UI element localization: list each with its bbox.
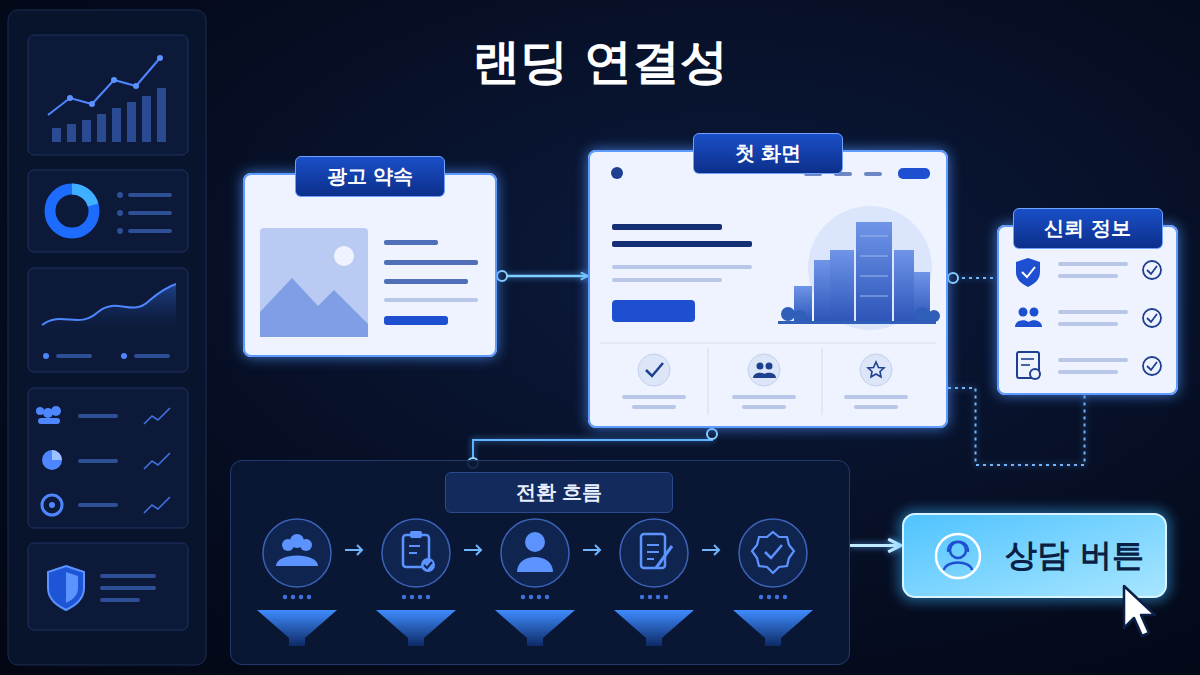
node-label: 신뢰 정보 (1013, 208, 1163, 249)
connector (497, 275, 588, 278)
browser-mockup (588, 150, 948, 428)
title: 랜딩 연결성 (0, 30, 1200, 94)
trust-card: 신뢰 정보 (997, 225, 1178, 395)
connector-group (948, 273, 997, 283)
connector-group (850, 545, 901, 546)
flow-panel: 전환 흐름 (230, 460, 850, 665)
node-label: 전환 흐름 (445, 472, 673, 513)
ad-card: 광고 약속 (243, 173, 497, 357)
conversion-panel-art (230, 460, 850, 665)
node-label: 첫 화면 (693, 133, 843, 174)
connector-dot (707, 429, 717, 439)
first-screen-card: 첫 화면 (588, 150, 948, 428)
node-label: 상담 버튼 (1005, 534, 1144, 578)
connector (473, 428, 712, 460)
connector (850, 544, 901, 547)
cta-button: 상담 버튼 (903, 514, 1166, 597)
cta-button-art (898, 509, 1171, 636)
connector-dot (948, 273, 958, 283)
node-label: 광고 약속 (295, 156, 445, 197)
ad-card-art (243, 173, 497, 357)
sidebar (8, 10, 206, 665)
connector-group (948, 388, 1085, 465)
connector (948, 388, 1085, 465)
connector-group (497, 271, 588, 281)
connector-dot (497, 271, 507, 281)
trust-card-art (997, 225, 1178, 395)
